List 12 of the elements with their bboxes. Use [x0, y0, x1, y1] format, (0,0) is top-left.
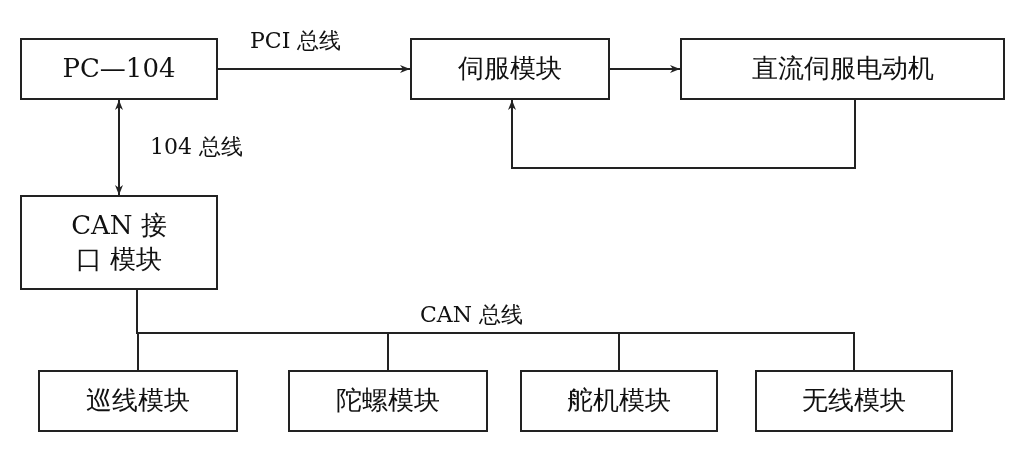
arrow	[217, 65, 411, 73]
arrow	[508, 99, 856, 169]
arrow	[115, 99, 123, 196]
module-box: 无线模块	[755, 370, 953, 432]
arrow	[609, 65, 681, 73]
module-box: 巡线模块	[38, 370, 238, 432]
module-box: 伺服模块	[410, 38, 610, 100]
module-box: PC—104	[20, 38, 218, 100]
module-box: 陀螺模块	[288, 370, 488, 432]
module-box: CAN 接口 模块	[20, 195, 218, 290]
module-box: 直流伺服电动机	[680, 38, 1005, 100]
module-box: 舵机模块	[520, 370, 718, 432]
